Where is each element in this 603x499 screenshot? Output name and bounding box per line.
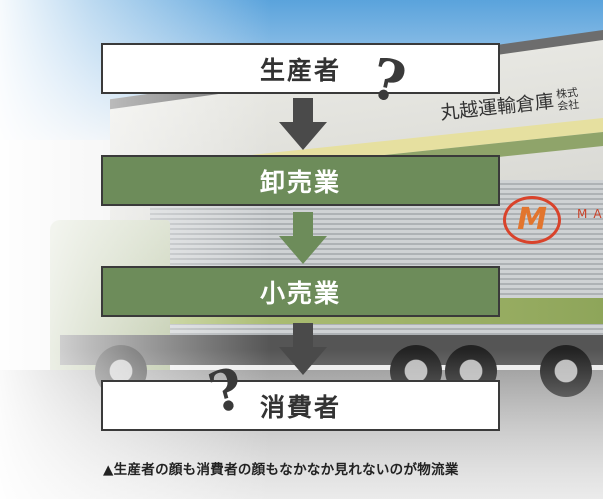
step-label: 消費者 — [259, 392, 341, 422]
caption: ▲生産者の顔も消費者の顔もなかなか見れないのが物流業 — [103, 462, 459, 478]
step-retail: 小売業 — [101, 266, 500, 317]
step-producer: 生産者 — [101, 43, 500, 94]
step-label: 生産者 — [259, 55, 341, 85]
step-label: 小売業 — [259, 278, 341, 308]
step-consumer: 消費者 — [101, 380, 500, 431]
arrow-down-icon — [279, 212, 327, 264]
arrow-down-icon — [279, 323, 327, 375]
sign-small-text: 株式会社 — [555, 85, 580, 114]
step-wholesale: 卸売業 — [101, 155, 500, 206]
arrow-down-icon — [279, 98, 327, 150]
step-label: 卸売業 — [259, 167, 341, 197]
